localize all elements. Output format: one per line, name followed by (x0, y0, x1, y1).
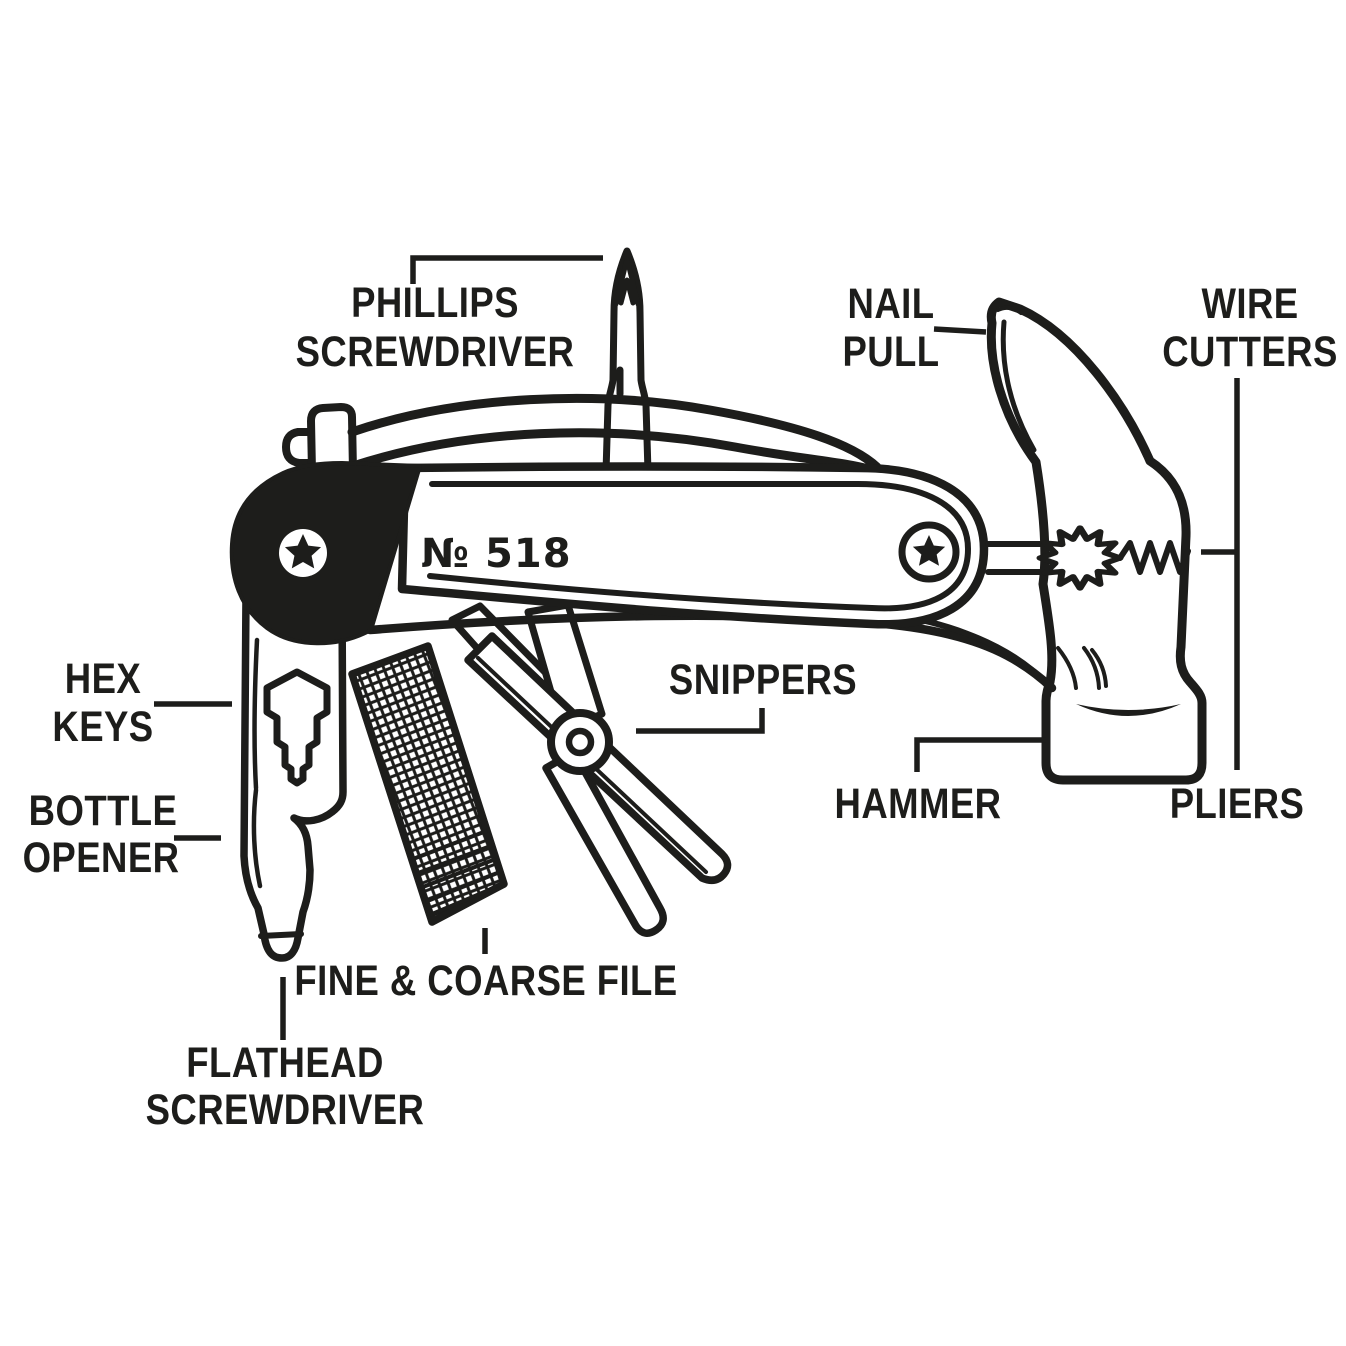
label-flathead-screwdriver-1: FLATHEAD (186, 1039, 384, 1086)
label-bottle-opener-1: BOTTLE (29, 787, 178, 834)
phillips-tip-cross (613, 256, 641, 307)
grip-teeth-burst (1036, 525, 1124, 591)
head-face-lens (1076, 704, 1181, 716)
label-hex-keys-1: HEX (65, 655, 141, 702)
frame-tab (307, 403, 357, 476)
product-number: № 518 (421, 531, 572, 577)
junction-shading (1056, 646, 1078, 690)
claw-inner-line (1000, 319, 1037, 453)
label-hammer: HAMMER (835, 780, 1002, 827)
snipper-pivot-inner (565, 727, 595, 757)
star-screw-left (284, 534, 322, 569)
label-nail-pull-2: PULL (842, 328, 939, 375)
label-fine-coarse-file: FINE & COARSE FILE (294, 957, 677, 1004)
snippers-drawing (448, 601, 732, 937)
pivot-drawing (229, 461, 422, 646)
leader-hammer (914, 737, 1046, 772)
leader-snippers (636, 708, 765, 734)
jaws-drawing (985, 525, 1191, 591)
label-phillips-screwdriver-2: SCREWDRIVER (296, 328, 575, 375)
snipper-leg (542, 748, 667, 937)
leader-nail-pull (933, 326, 987, 335)
lanyard-ring (282, 428, 314, 467)
frame-arc-inner (348, 428, 877, 475)
handle-inner-line (427, 481, 971, 612)
leader-phillips (410, 255, 603, 284)
label-wire-cutters-2: CUTTERS (1162, 328, 1338, 375)
labels: PHILLIPS SCREWDRIVER NAIL PULL WIRE CUTT… (23, 279, 1338, 1133)
plate-crease (251, 637, 263, 889)
hex-keys-cutout (263, 668, 331, 787)
flathead-bevel-line (258, 931, 304, 939)
tool-drawing (229, 247, 1207, 962)
handle-drawing (397, 462, 989, 629)
wire-cutter-zigzag (1117, 540, 1191, 575)
label-bottle-opener-2: OPENER (23, 834, 180, 881)
phillips-screwdriver-drawing (602, 247, 652, 476)
label-snippers: SNIPPERS (669, 656, 857, 703)
frame-arc-outer (347, 393, 882, 472)
leader-lines (154, 255, 1240, 1040)
hex-plate-drawing (240, 592, 347, 962)
claw-base-curve (1147, 458, 1177, 489)
label-phillips-screwdriver-1: PHILLIPS (351, 279, 519, 326)
label-pliers: PLIERS (1170, 780, 1305, 827)
file-drawing (348, 642, 508, 926)
label-hex-keys-2: KEYS (52, 703, 153, 750)
jaw-lines (985, 541, 1049, 575)
file-coarse-lines (403, 828, 504, 919)
star-screw-right (912, 535, 946, 566)
neck-shading (1082, 646, 1108, 690)
label-nail-pull-1: NAIL (848, 280, 935, 327)
label-flathead-screwdriver-2: SCREWDRIVER (146, 1086, 425, 1133)
claw-tip-highlight (996, 305, 1023, 315)
top-frame-drawing (282, 393, 882, 476)
label-wire-cutters-1: WIRE (1201, 280, 1298, 327)
